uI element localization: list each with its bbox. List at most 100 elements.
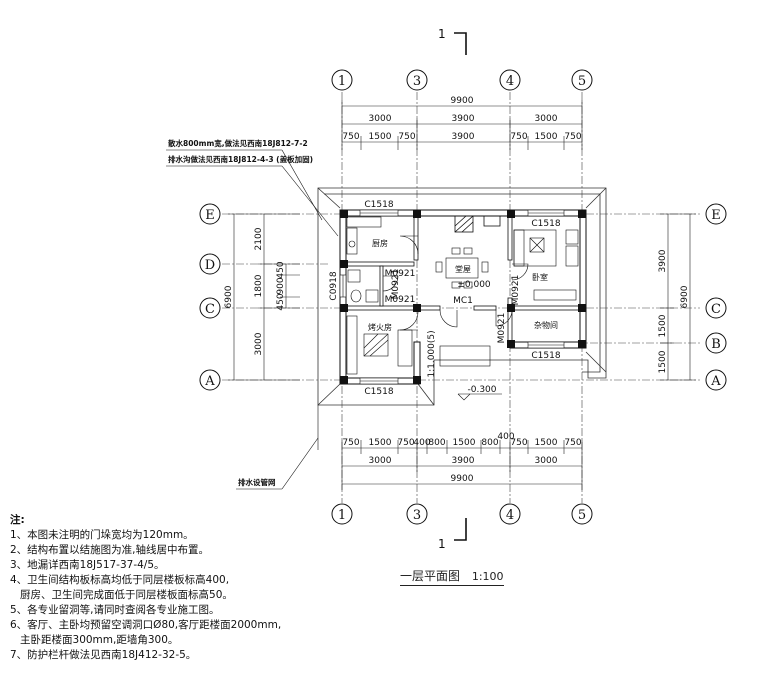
dim-top-detail-1: 750 <box>342 132 359 142</box>
dim-top-detail-6: 1500 <box>535 132 558 142</box>
axis-bubble-4-bottom: 4 <box>499 503 521 525</box>
axis-label-D-left: D <box>205 258 215 273</box>
annotation-apron: 散水800mm宽,做法见西南18J812-7-2 <box>168 138 308 148</box>
axis-bubble-C-right: C <box>705 297 727 319</box>
axis-label-3-top: 3 <box>413 74 421 89</box>
axis-bubble-E-right: E <box>705 203 727 225</box>
annotation-drain: 排水沟做法见西南18J812-4-3 (盖板加固) <box>168 154 313 164</box>
section-mark-bottom <box>454 518 467 541</box>
bathroom-fixtures <box>347 269 379 303</box>
dim-top-detail-5: 750 <box>510 132 527 142</box>
axis-bubble-1-bottom: 1 <box>331 503 353 525</box>
dim-bottom-detail-3: 750 <box>397 438 414 448</box>
caption-underline <box>400 585 504 586</box>
axis-bubble-5: 5 <box>571 69 593 91</box>
room-label-kitchen: 厨房 <box>372 238 388 248</box>
dim-top-detail-4: 3900 <box>452 132 475 142</box>
dim-top-span-3: 3000 <box>535 114 558 124</box>
room-label-storage: 杂物间 <box>534 320 558 330</box>
axis-label-C-right: C <box>711 302 721 317</box>
door-label-4: M0921 <box>511 275 521 306</box>
axis-label-1-top: 1 <box>338 74 346 89</box>
dim-bottom-detail-11: 750 <box>564 438 581 448</box>
dim-top-span-2: 3900 <box>452 114 475 124</box>
bedroom-furniture <box>513 229 579 301</box>
annotation-pipe: 排水设管网 <box>238 477 276 487</box>
drawing-caption: 一层平面图 1:100 <box>400 567 504 586</box>
dimension-lines-right <box>660 213 696 381</box>
note-item: 厨房、卫生间完成面低于同层楼板面标高50。 <box>10 589 233 601</box>
dim-bottom-detail-5: 800 <box>428 438 445 448</box>
window-label-side: C0918 <box>329 271 339 300</box>
entrance-steps <box>439 345 491 367</box>
leader-lines <box>166 149 339 490</box>
fire-room-furniture <box>346 315 413 375</box>
dim-bottom-detail-4: 400 <box>413 438 430 448</box>
apron-outline <box>317 187 607 406</box>
dim-right-span-1: 3900 <box>658 249 668 272</box>
drawing-title: 一层平面图 <box>400 569 461 583</box>
dimension-lines-bottom <box>341 440 583 490</box>
note-item: 3、地漏详西南18J517-37-4/5。 <box>10 559 165 571</box>
section-label-bottom: 1 <box>438 537 446 551</box>
axis-label-E-left: E <box>205 208 215 223</box>
axis-label-E-right: E <box>711 208 721 223</box>
note-item: 6、客厅、主卧均预留空调洞口Ø80,客厅距楼面2000mm, <box>10 619 282 631</box>
dim-bottom-span-1: 3000 <box>369 456 392 466</box>
note-item: 7、防护栏杆做法见西南18J412-32-5。 <box>10 649 197 661</box>
axis-label-1-bottom: 1 <box>338 508 346 523</box>
dim-left-detail-1: 450 <box>276 261 286 278</box>
section-label-top: 1 <box>438 27 446 41</box>
axis-label-5-top: 5 <box>578 74 586 89</box>
dimension-lines-left <box>228 213 300 381</box>
dim-bottom-detail-7: 800 <box>481 438 498 448</box>
axis-label-B-right: B <box>711 337 721 352</box>
dim-left-detail-2: 900 <box>276 277 286 294</box>
axis-bubble-3: 3 <box>406 69 428 91</box>
level-floor: ±0.000 <box>457 280 491 290</box>
window-label-kitchen: C1518 <box>364 200 393 210</box>
structural-columns <box>340 210 586 384</box>
window-label-store: C1518 <box>531 351 560 361</box>
dim-top-total: 9900 <box>451 96 474 106</box>
axis-label-A-left: A <box>204 374 215 389</box>
dim-top-detail-2: 1500 <box>369 132 392 142</box>
dim-top-detail-3: 750 <box>398 132 415 142</box>
dimension-lines-top <box>341 100 583 150</box>
kitchen-fixtures <box>346 216 382 255</box>
dim-left-span-1: 2100 <box>254 227 264 250</box>
axis-label-C-left: C <box>205 302 215 317</box>
window-label-bottom: C1518 <box>364 387 393 397</box>
level-step: 1:1.000(5) <box>427 330 437 377</box>
note-item: 主卧距楼面300mm,距墙角300。 <box>10 634 179 646</box>
note-item: 1、本图未注明的门垛宽均为120mm。 <box>10 529 194 541</box>
living-table-set <box>435 247 489 289</box>
axis-bubble-A-left: A <box>199 369 221 391</box>
axis-bubble-3-bottom: 3 <box>406 503 428 525</box>
dim-bottom-detail-2: 1500 <box>369 438 392 448</box>
design-notes: 注: 1、本图未注明的门垛宽均为120mm。 2、结构布置以结施图为准,轴线居中… <box>10 513 281 663</box>
note-item: 4、卫生间结构板标高均低于同层楼板标高400, <box>10 574 230 586</box>
room-label-living: 堂屋 <box>455 264 471 274</box>
notes-heading: 注: <box>10 514 25 526</box>
dim-top-detail-7: 750 <box>564 132 581 142</box>
door-label-3: M0921 <box>385 295 416 305</box>
dim-bottom-span-3: 3000 <box>535 456 558 466</box>
axis-bubble-1: 1 <box>331 69 353 91</box>
note-item: 5、各专业留洞等,请同时查阅各专业施工图。 <box>10 604 220 616</box>
section-mark-top <box>454 32 467 55</box>
dim-bottom-detail-8: 400 <box>497 432 514 442</box>
stair-hatch <box>454 215 501 233</box>
axis-bubble-C-left: C <box>199 297 221 319</box>
axis-bubble-E-left: E <box>199 203 221 225</box>
door-label-2: M0921 <box>385 269 416 279</box>
axis-bubble-D-left: D <box>199 253 221 275</box>
level-outside: -0.300 <box>467 385 496 395</box>
drawing-scale: 1:100 <box>471 570 504 583</box>
axis-bubble-5-bottom: 5 <box>571 503 593 525</box>
dim-bottom-detail-1: 750 <box>342 438 359 448</box>
axis-label-5-bottom: 5 <box>578 508 586 523</box>
note-item: 2、结构布置以结施图为准,轴线居中布置。 <box>10 544 210 556</box>
level-outside-mark <box>457 393 502 401</box>
